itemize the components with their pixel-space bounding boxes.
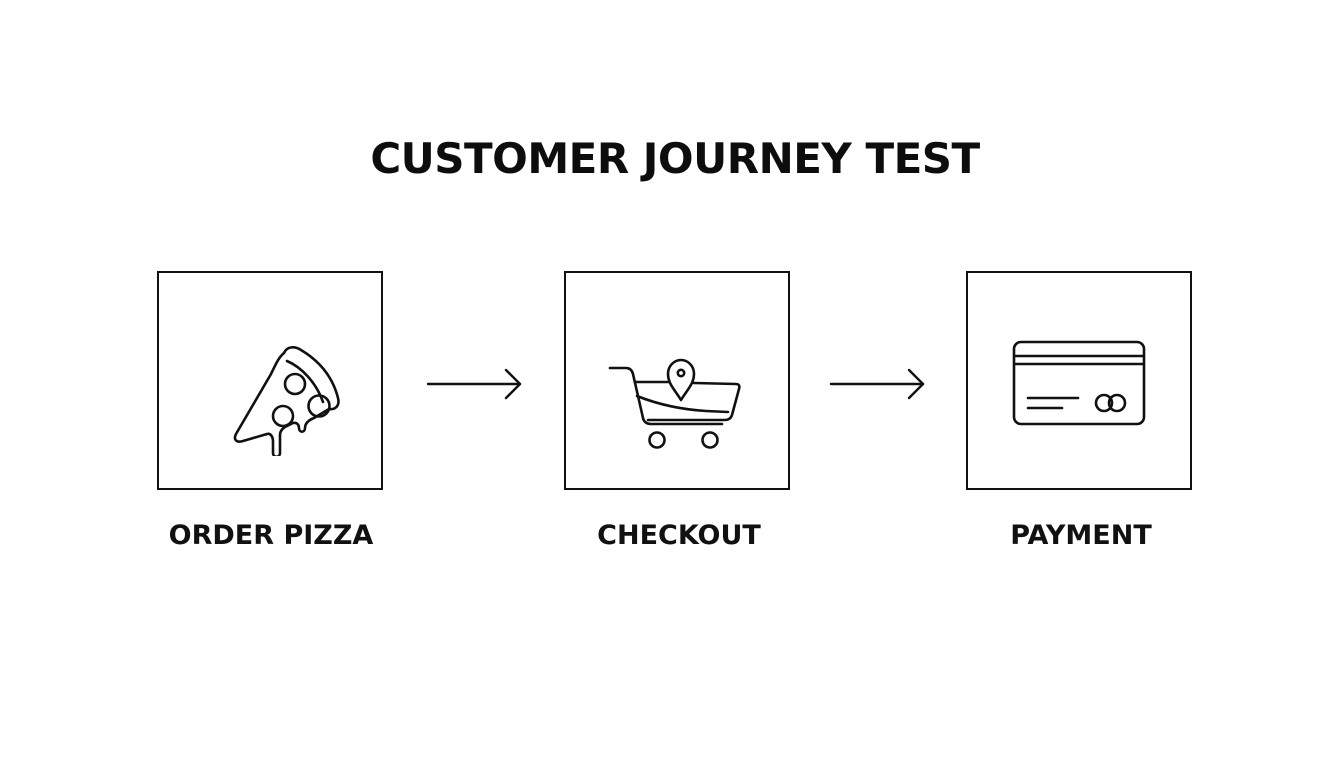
step-order-pizza — [157, 271, 383, 490]
step-payment — [966, 271, 1192, 490]
step-label-order-pizza: ORDER PIZZA — [168, 520, 374, 551]
arrow-right-icon — [829, 368, 925, 400]
shopping-cart-location-icon — [608, 358, 741, 449]
step-label-checkout: CHECKOUT — [597, 520, 761, 551]
journey-title: CUSTOMER JOURNEY TEST — [370, 134, 980, 183]
step-label-payment: PAYMENT — [1010, 520, 1152, 551]
arrow-right-icon — [426, 368, 522, 400]
credit-card-icon — [1012, 340, 1146, 425]
pizza-slice-icon — [233, 345, 340, 456]
step-checkout — [564, 271, 790, 490]
